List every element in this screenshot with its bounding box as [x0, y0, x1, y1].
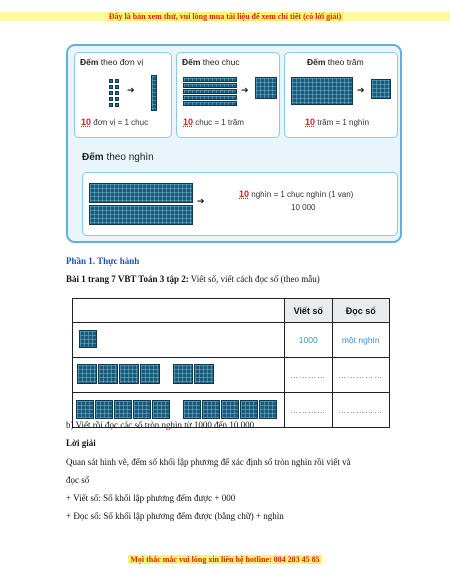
card-tens-heading: Đếm theo chục	[182, 57, 240, 67]
number-reading-blank[interactable]: ……………	[331, 392, 391, 428]
card-units-heading: Đếm theo đơn vị	[80, 57, 144, 67]
number-reading: một nghìn	[331, 322, 391, 358]
table-row: ………… ……………	[72, 392, 391, 428]
card-tens: Đếm theo chục ➔ 10 chục = 1 trăm	[176, 52, 280, 138]
written-number: 1000	[284, 322, 333, 358]
table-header-write: Viết số	[284, 298, 333, 323]
blocks-picture	[73, 393, 284, 427]
exercise-title: Bài 1 trang 7 VBT Toán 3 tập 2: Viết số,…	[66, 274, 320, 284]
card-tens-caption: 10 chục = 1 trăm	[183, 117, 244, 127]
thousands-caption: 10 nghìn = 1 chục nghìn (1 vạn)	[239, 189, 354, 199]
solution-line: Quan sát hình vẽ, đếm số khối lập phương…	[66, 457, 351, 467]
card-thousands: ➔ 10 nghìn = 1 chục nghìn (1 vạn) 10 000	[82, 172, 398, 236]
table-header-blank	[72, 298, 285, 323]
table-row: 1000 một nghìn	[72, 322, 391, 358]
solution-line: đọc số	[66, 475, 90, 485]
table-header-read: Đọc số	[331, 298, 391, 323]
solution-line: + Đọc số: Số khối lập phương đếm được (b…	[66, 511, 284, 521]
arrow-icon: ➔	[357, 86, 365, 96]
rod-block	[151, 75, 157, 111]
solution-line: + Viết số: Số khối lập phương đếm được +…	[66, 493, 236, 503]
cube-block	[371, 79, 391, 99]
card-hundreds: Đếm theo trăm ➔ 10 trăm = 1 nghìn	[284, 52, 398, 138]
blocks-picture	[73, 358, 284, 392]
preview-banner: Đây là bản xem thử, vui lòng mua tài liệ…	[0, 12, 450, 21]
thousands-value: 10 000	[291, 203, 316, 212]
arrow-icon: ➔	[127, 86, 135, 96]
solution-title: Lời giải	[66, 438, 96, 448]
part-b-prompt: b) Viết rồi đọc các số tròn nghìn từ 100…	[66, 420, 255, 430]
arrow-icon: ➔	[197, 197, 205, 207]
exercise-table: Viết số Đọc số 1000 một nghìn ………… ……………	[72, 298, 391, 428]
thousands-heading: Đếm theo nghìn	[82, 152, 154, 163]
card-units-caption: 10 đơn vị = 1 chục	[81, 117, 149, 127]
flat-block	[255, 77, 277, 99]
written-number-blank[interactable]: …………	[284, 392, 333, 428]
card-hundreds-caption: 10 trăm = 1 nghìn	[305, 117, 370, 127]
card-units: Đếm theo đơn vị ➔ 10 đơn vị = 1 chục	[74, 52, 172, 138]
arrow-icon: ➔	[241, 86, 249, 96]
written-number-blank[interactable]: …………	[284, 357, 333, 393]
counting-illustration: Đếm theo đơn vị ➔ 10 đơn vị = 1 chục Đếm…	[66, 44, 402, 243]
card-hundreds-heading: Đếm theo trăm	[307, 57, 364, 67]
hotline-banner: Mọi thắc mắc vui lòng xin liên hệ hotlin…	[128, 555, 322, 564]
table-row: ………… ……………	[72, 357, 391, 393]
number-reading-blank[interactable]: ……………	[331, 357, 391, 393]
section-title: Phần 1. Thực hành	[66, 256, 140, 266]
blocks-picture	[73, 323, 284, 357]
